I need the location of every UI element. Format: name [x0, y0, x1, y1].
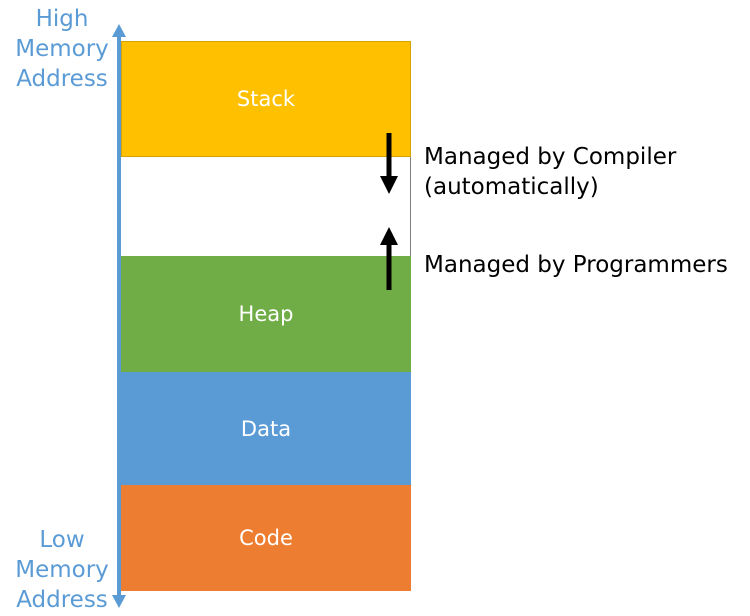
free-memory-gap — [121, 157, 411, 256]
heap-growth-arrow-up — [380, 227, 398, 290]
high-label-line3: Address — [16, 66, 108, 92]
data-segment: Data — [121, 372, 411, 485]
stack-growth-arrow-down — [380, 133, 398, 194]
code-label: Code — [239, 526, 293, 550]
programmers-note-line: Managed by Programmers — [424, 252, 728, 278]
axis-arrowhead-down — [112, 595, 126, 608]
stack-segment: Stack — [121, 41, 411, 157]
heap-segment: Heap — [121, 256, 411, 372]
stack-arrow-head — [380, 176, 398, 194]
compiler-note-line2: (automatically) — [424, 174, 599, 200]
programmer-managed-note: Managed by Programmers — [424, 250, 728, 280]
low-label-line1: Low — [39, 527, 85, 553]
low-label-line3: Address — [16, 587, 108, 613]
heap-label: Heap — [238, 302, 294, 326]
stack-label: Stack — [236, 87, 296, 111]
high-memory-address-label: High Memory Address — [4, 4, 120, 94]
code-segment: Code — [121, 485, 411, 591]
low-memory-address-label: Low Memory Address — [4, 525, 120, 615]
compiler-managed-note: Managed by Compiler (automatically) — [424, 142, 676, 202]
high-label-line1: High — [35, 6, 89, 32]
data-label: Data — [240, 416, 292, 441]
low-label-line2: Memory — [15, 557, 109, 583]
axis-arrowhead-up — [112, 24, 126, 37]
compiler-note-line1: Managed by Compiler — [424, 144, 677, 170]
high-label-line2: Memory — [15, 36, 109, 62]
heap-arrow-head — [380, 227, 398, 245]
